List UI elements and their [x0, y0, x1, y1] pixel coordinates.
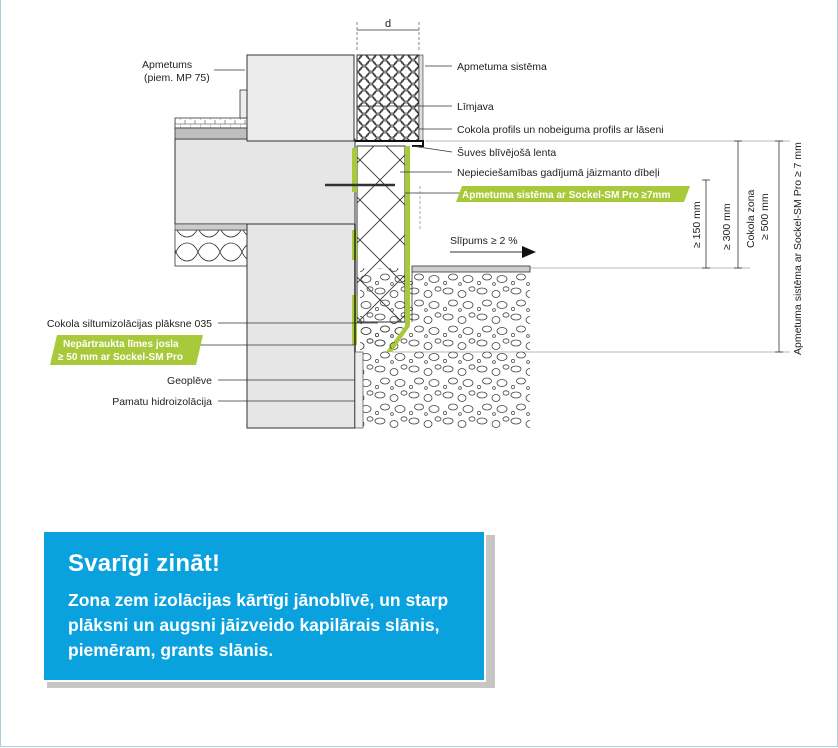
masonry-wall-upper: [246, 54, 355, 142]
paving-slab: [411, 265, 531, 273]
label-apmetums-note: (piem. MP 75): [144, 72, 210, 84]
label-d150: ≥ 150 mm: [691, 201, 703, 248]
floor-insulation: [174, 229, 248, 267]
floor-layer-screed: [174, 127, 248, 140]
dim-150: [702, 179, 710, 269]
plinth-render-green: [405, 146, 410, 326]
dim-300: [734, 140, 742, 269]
label-sistema-7mm: Apmetuma sistēma ar Sockel-SM Pro ≥ 7 mm: [792, 142, 804, 355]
plinth-profile: [355, 140, 424, 147]
plinth-insulation-board: [356, 145, 406, 323]
label-slipums: Slīpums ≥ 2 %: [450, 235, 518, 247]
facade-render: [418, 54, 424, 142]
label-geoplēve: Geoplēve: [167, 375, 212, 387]
green-label-right: Apmetuma sistēma ar Sockel-SM Pro ≥7mm: [462, 190, 670, 201]
label-cokola-zona: Cokola zona: [745, 189, 757, 248]
waterproofing-layer: [354, 351, 364, 429]
leader-suves-lenta: [411, 145, 453, 153]
label-d500: ≥ 500 mm: [759, 193, 771, 240]
floor-layer-top: [174, 117, 248, 129]
green-label-left-line2: ≥ 50 mm ar Sockel-SM Pro: [58, 352, 183, 363]
label-hidroizolacija: Pamatu hidroizolācija: [112, 396, 212, 408]
dimension-d-label: d: [385, 18, 391, 30]
basement-wall: [246, 223, 356, 429]
adhesive-strip-1: [352, 148, 357, 192]
facade-insulation: [356, 54, 420, 142]
floor-slab: [174, 138, 356, 225]
label-apmetums: Apmetums: [142, 59, 192, 71]
label-suves-lenta: Šuves blīvējošā lenta: [457, 146, 556, 159]
label-d300: ≥ 300 mm: [721, 203, 733, 250]
dim-sistema: [775, 140, 783, 353]
label-cokola-profils: Cokola profils un nobeiguma profils ar l…: [457, 124, 664, 136]
green-label-left-line1: Nepārtraukta līmes josla: [63, 339, 179, 350]
info-text: Zona zem izolācijas kārtīgi jānoblīvē, u…: [68, 590, 449, 660]
floor-covering-lower: [174, 223, 248, 231]
label-cokola-plaksne: Cokola siltumizolācijas plāksne 035: [47, 318, 212, 330]
green-label-left-bg: [50, 335, 203, 365]
label-limjava: Līmjava: [457, 101, 494, 113]
slope-arrow-head: [522, 246, 536, 258]
info-box: Svarīgi zināt! Zona zem izolācijas kārtī…: [42, 530, 486, 682]
label-apmetuma-sistema: Apmetuma sistēma: [457, 61, 547, 73]
label-dibeli: Nepieciešamības gadījumā jāizmanto dībeļ…: [457, 167, 660, 179]
green-label-right-bg: [456, 186, 690, 202]
gravel-below-board: [362, 322, 405, 352]
plinth-detail-drawing: d Apmetums (piem. MP 75) Cokola siltumiz…: [47, 18, 804, 429]
info-title: Svarīgi zināt!: [68, 550, 221, 577]
